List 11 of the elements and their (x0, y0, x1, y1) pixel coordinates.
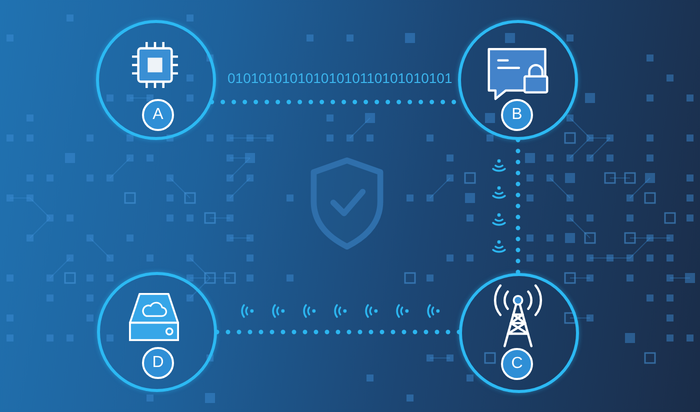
dotted-connector (214, 330, 462, 334)
edge-label: 01010101010101010110101010101 (228, 70, 452, 86)
dotted-connector (516, 138, 520, 276)
node-ring (96, 20, 216, 140)
node-ring (97, 272, 217, 392)
node-ring (458, 20, 578, 140)
letter-badge: B (501, 99, 533, 131)
node-ring (459, 273, 579, 393)
letter-badge: A (142, 99, 174, 131)
letter-badge: D (142, 347, 174, 379)
letter-badge: C (501, 348, 533, 380)
